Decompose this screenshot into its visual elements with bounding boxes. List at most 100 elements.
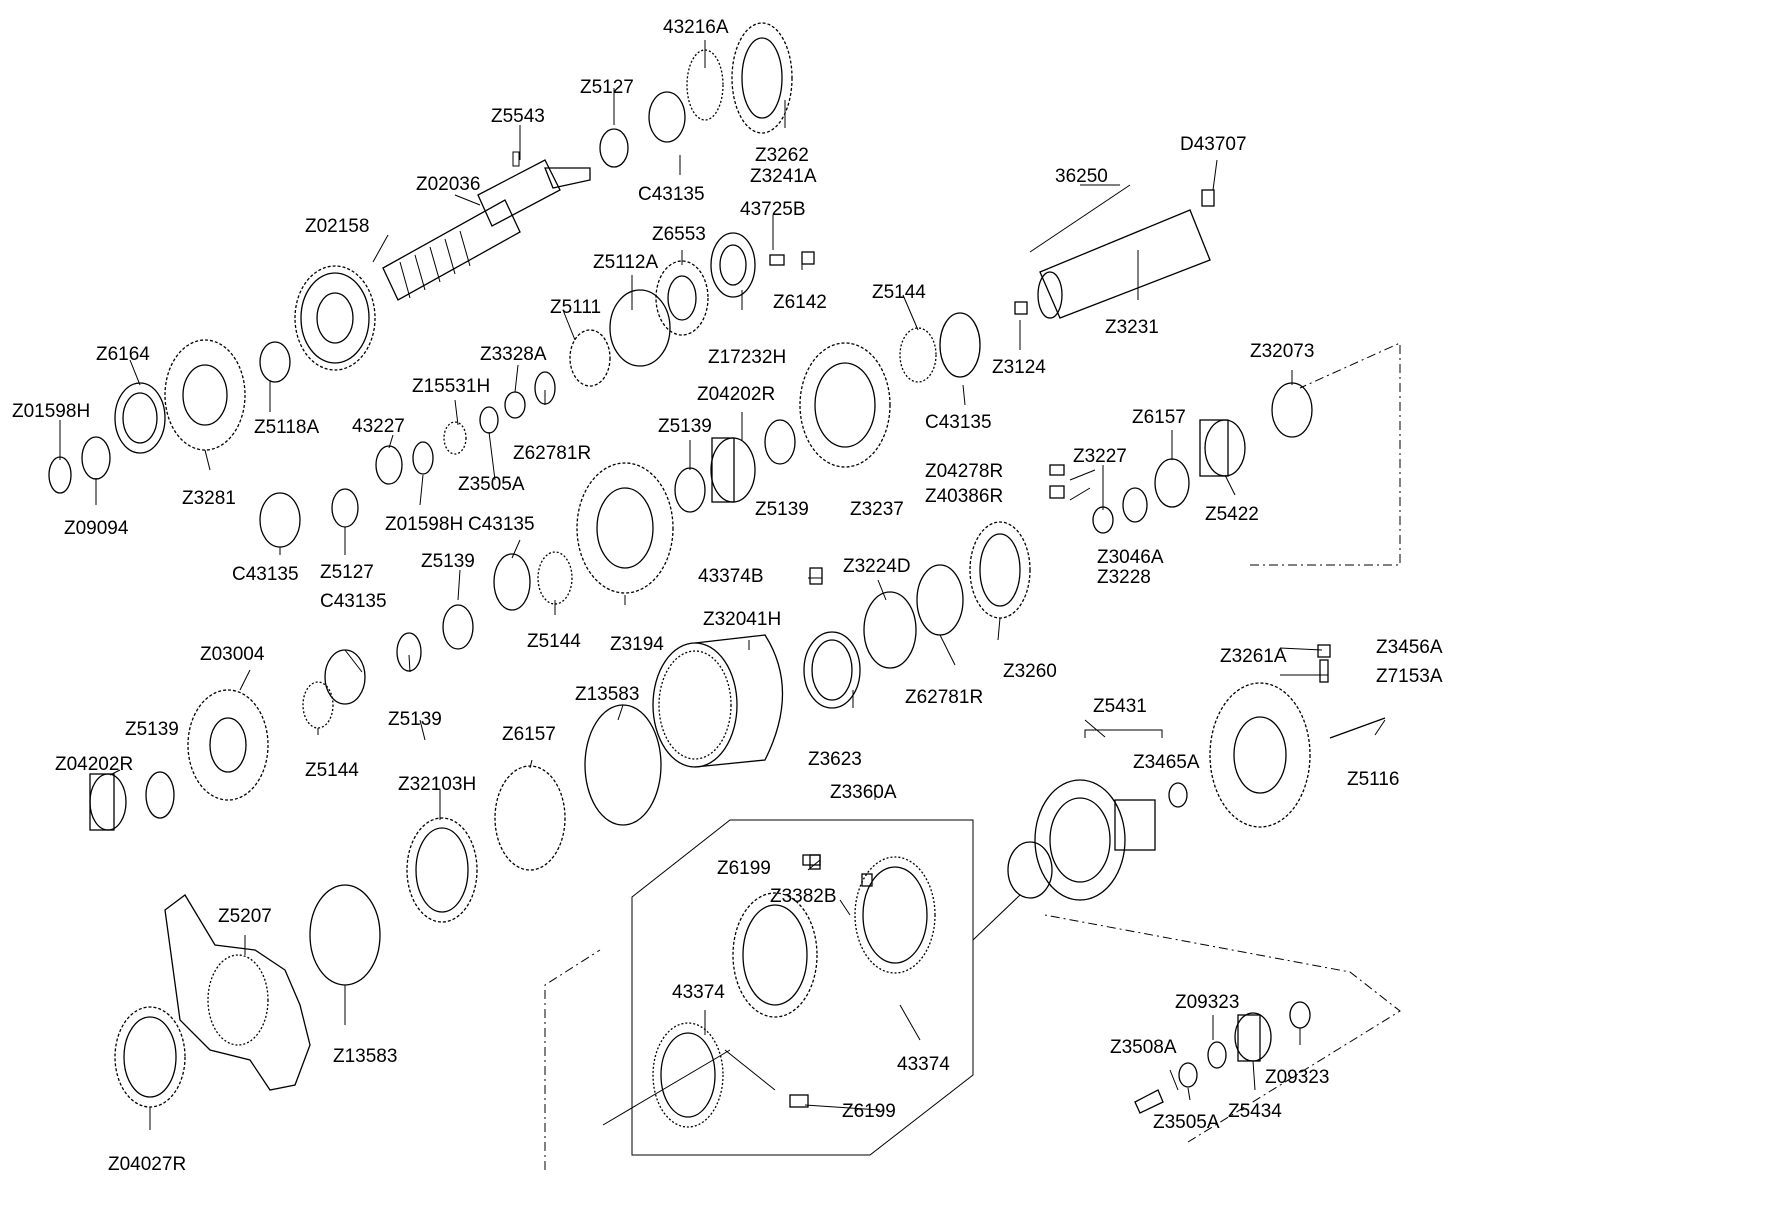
label-43374: 43374: [672, 982, 725, 1003]
drum-Z32041H: [652, 634, 784, 768]
label-C43135: C43135: [638, 184, 705, 205]
label-Z3194: Z3194: [610, 634, 664, 655]
gear-Z3237: [799, 312, 981, 468]
label-Z40386R: Z40386R: [925, 486, 1003, 507]
label-43227: 43227: [352, 416, 405, 437]
label-Z01598H: Z01598H: [385, 514, 463, 535]
label-Z3124: Z3124: [992, 357, 1046, 378]
leader-lines: [59, 40, 1386, 1130]
label-Z5144: Z5144: [527, 631, 581, 652]
label-Z3241A: Z3241A: [750, 166, 817, 187]
label-Z3046A: Z3046A: [1097, 547, 1164, 568]
label-Z5139: Z5139: [421, 551, 475, 572]
label-Z3456A: Z3456A: [1376, 637, 1443, 658]
label-Z04202R: Z04202R: [55, 754, 133, 775]
gear-Z02158: [294, 265, 376, 371]
gear-43216A: [686, 22, 793, 134]
label-Z03004: Z03004: [200, 644, 265, 665]
label-Z5543: Z5543: [491, 106, 545, 127]
label-C43135: C43135: [232, 564, 299, 585]
label-Z32073: Z32073: [1250, 341, 1314, 362]
label-Z3261A: Z3261A: [1220, 646, 1287, 667]
label-Z3281: Z3281: [182, 488, 236, 509]
label-Z13583: Z13583: [333, 1046, 397, 1067]
label-36250: 36250: [1055, 166, 1108, 187]
label-Z3231: Z3231: [1105, 317, 1159, 338]
parts-Z6553-Z5112A-Z5111: [375, 232, 756, 485]
label-Z62781R: Z62781R: [905, 687, 983, 708]
label-C43135: C43135: [468, 514, 535, 535]
label-Z09323: Z09323: [1175, 992, 1239, 1013]
label-Z7153A: Z7153A: [1376, 666, 1443, 687]
gear-Z3194: [576, 462, 674, 594]
label-Z6157: Z6157: [1132, 407, 1186, 428]
label-Z3623: Z3623: [808, 749, 862, 770]
gear-Z3281: [164, 339, 246, 451]
label-Z6199: Z6199: [717, 858, 771, 879]
label-43374B: 43374B: [698, 566, 764, 587]
label-Z5139: Z5139: [755, 499, 809, 520]
label-Z6199: Z6199: [842, 1101, 896, 1122]
part-labels: 43216A Z5127 Z5543 Z02036 Z3262 Z3241A C…: [12, 17, 1443, 1175]
rings-lower: [309, 704, 662, 986]
mainshaft: [382, 151, 591, 301]
label-Z3224D: Z3224D: [843, 556, 911, 577]
label-Z5434: Z5434: [1228, 1101, 1282, 1122]
label-Z09323: Z09323: [1265, 1067, 1329, 1088]
needle-bearing-Z04202R-upper: [674, 419, 796, 513]
label-Z5139: Z5139: [658, 416, 712, 437]
label-43374: 43374: [897, 1054, 950, 1075]
label-Z13583: Z13583: [575, 684, 639, 705]
label-Z6142: Z6142: [773, 292, 827, 313]
label-Z5112A: Z5112A: [593, 252, 658, 273]
label-Z02158: Z02158: [305, 216, 369, 237]
synchro-Z3623-Z3224D-Z62781R-Z3260: [803, 521, 1031, 709]
label-D43707: D43707: [1180, 134, 1247, 155]
label-Z3382B: Z3382B: [770, 886, 837, 907]
label-Z5422: Z5422: [1205, 504, 1259, 525]
label-Z6157: Z6157: [502, 724, 556, 745]
gear-Z03004: [89, 689, 269, 831]
label-Z3505A: Z3505A: [458, 474, 525, 495]
label-Z62781R: Z62781R: [513, 443, 591, 464]
label-Z3237: Z3237: [850, 499, 904, 520]
label-Z15531H: Z15531H: [412, 376, 490, 397]
label-Z5431: Z5431: [1093, 696, 1147, 717]
label-43216A: 43216A: [663, 17, 729, 38]
label-Z3260: Z3260: [1003, 661, 1057, 682]
label-Z32041H: Z32041H: [703, 609, 781, 630]
label-Z5139: Z5139: [388, 709, 442, 730]
assembly-Z3360A: [602, 854, 936, 1128]
label-Z3228: Z3228: [1097, 567, 1151, 588]
label-Z3227: Z3227: [1073, 446, 1127, 467]
label-Z5207: Z5207: [218, 906, 272, 927]
rings-Z5127-C43135-top: [599, 91, 686, 168]
label-Z5111: Z5111: [550, 297, 601, 318]
label-Z02036: Z02036: [416, 174, 480, 195]
differential-Z5431: [1007, 779, 1188, 901]
label-Z5127: Z5127: [320, 562, 374, 583]
label-Z5116: Z5116: [1347, 769, 1399, 790]
label-Z04278R: Z04278R: [925, 461, 1003, 482]
label-Z5144: Z5144: [872, 282, 926, 303]
label-C43135: C43135: [925, 412, 992, 433]
label-Z3328A: Z3328A: [480, 344, 547, 365]
label-Z04202R: Z04202R: [697, 384, 775, 405]
shaft-Z3231: [1014, 184, 1215, 319]
label-Z3508A: Z3508A: [1110, 1037, 1177, 1058]
label-Z5127: Z5127: [580, 77, 634, 98]
label-Z3505A: Z3505A: [1153, 1112, 1220, 1133]
label-Z3360A: Z3360A: [830, 782, 897, 803]
label-Z5118A: Z5118A: [254, 417, 319, 438]
assembly-frames: [544, 342, 1401, 1170]
label-Z3262: Z3262: [755, 145, 809, 166]
gear-Z3261A: [1209, 644, 1386, 828]
bearing-Z6164: [114, 382, 166, 454]
plate-Z5207: [114, 894, 311, 1108]
label-Z5144: Z5144: [305, 760, 359, 781]
label-Z6164: Z6164: [96, 344, 150, 365]
label-Z6553: Z6553: [652, 224, 706, 245]
label-Z3465A: Z3465A: [1133, 752, 1200, 773]
label-Z17232H: Z17232H: [708, 347, 786, 368]
